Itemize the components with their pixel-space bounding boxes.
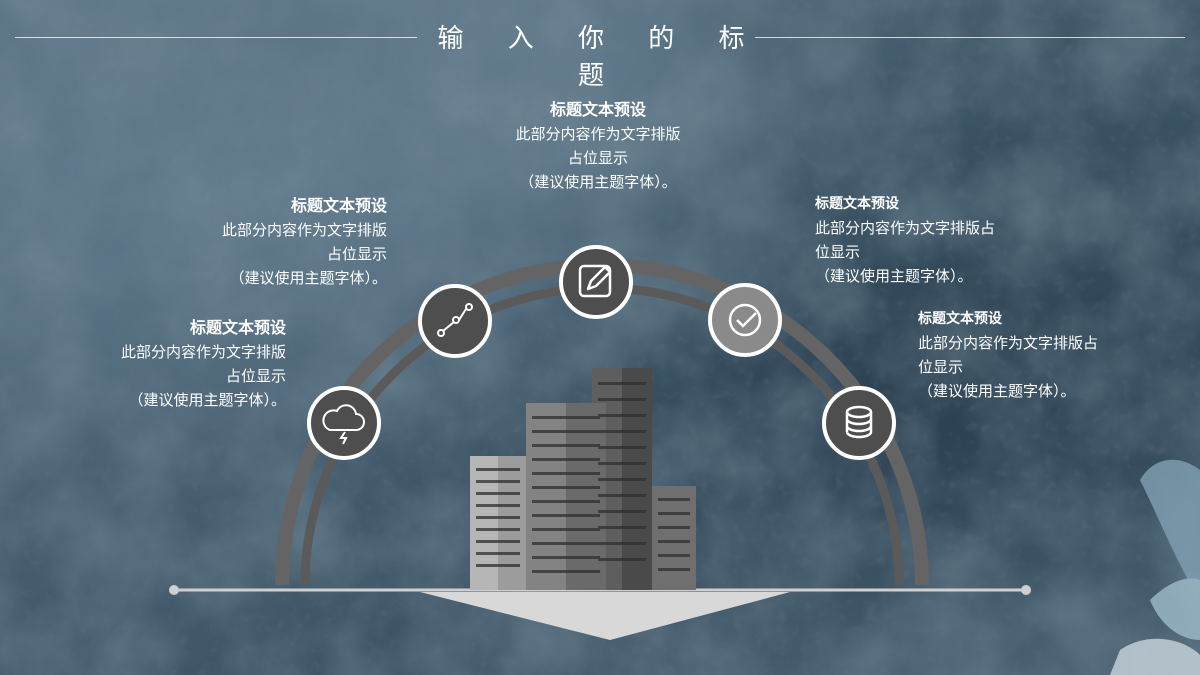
edit-icon [559,245,633,319]
block-line: （建议使用主题字体）。 [815,267,973,285]
block-line: 此部分内容作为文字排版占 [815,219,996,237]
title-rule-right [755,37,1185,38]
database-icon [822,386,896,460]
block-heading: 标题文本预设 [918,311,1002,327]
block-line: （建议使用主题字体）。 [519,173,677,191]
leaf-decoration [1110,459,1200,675]
check-circle-icon [708,283,782,357]
block-heading: 标题文本预设 [189,318,286,337]
city-buildings [470,368,696,590]
slide-title: 输 入 你 的 标 题 [437,24,763,91]
block-line: 位显示 [815,243,861,261]
block-line: 此部分内容作为文字排版 [515,125,681,143]
block-line: （建议使用主题字体）。 [918,382,1076,400]
text-block-4: 标题文本预设 此部分内容作为文字排版占 位显示 （建议使用主题字体）。 [815,192,1035,288]
ground-line-start [169,585,179,595]
route-chart-icon [418,284,492,358]
block-line: 占位显示 [225,367,286,385]
text-block-5: 标题文本预设 此部分内容作为文字排版占 位显示 （建议使用主题字体）。 [918,307,1138,403]
block-line: 占位显示 [326,245,387,263]
block-line: 此部分内容作为文字排版占 [918,334,1099,352]
block-line: 此部分内容作为文字排版 [221,221,387,239]
block-line: 位显示 [918,358,964,376]
block-heading: 标题文本预设 [815,196,899,212]
block-line: 此部分内容作为文字排版 [120,343,286,361]
block-line: （建议使用主题字体）。 [128,391,286,409]
block-heading: 标题文本预设 [290,196,387,215]
block-line: 占位显示 [567,149,628,167]
text-block-2: 标题文本预设 此部分内容作为文字排版 占位显示 （建议使用主题字体）。 [160,194,387,290]
ground-line-end [1021,585,1031,595]
block-heading: 标题文本预设 [549,100,646,119]
text-block-3: 标题文本预设 此部分内容作为文字排版 占位显示 （建议使用主题字体）。 [478,98,718,194]
ground-shadow [420,592,790,640]
text-block-1: 标题文本预设 此部分内容作为文字排版 占位显示 （建议使用主题字体）。 [60,316,286,412]
block-line: （建议使用主题字体）。 [229,269,387,287]
building-right-small [652,486,696,590]
cloud-lightning-icon [307,386,381,460]
title-rule-left [15,37,417,38]
